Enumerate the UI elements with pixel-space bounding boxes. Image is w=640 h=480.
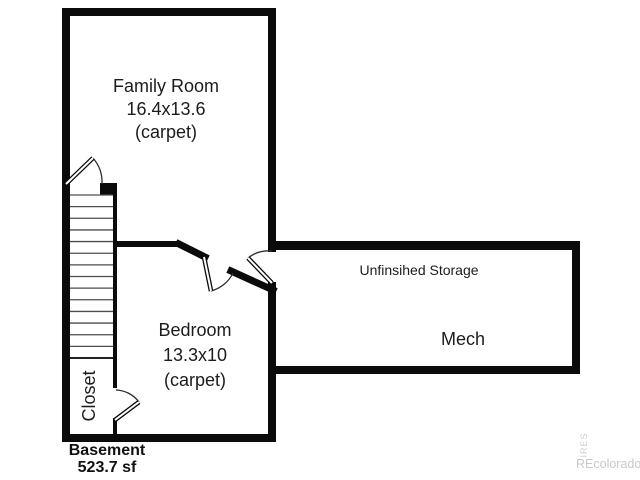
- wall-storage-right: [572, 241, 580, 374]
- room-label-closet: Closet: [79, 370, 99, 422]
- wall-bottom: [62, 434, 276, 442]
- wall-interior-hall: [113, 241, 181, 247]
- wall-stair-jamb: [100, 183, 116, 195]
- door-leaf-inner: [114, 401, 140, 421]
- plan-summary: Basement 523.7 sf: [63, 442, 151, 476]
- wall-storage-top: [272, 241, 580, 250]
- door-leaf-inner: [247, 257, 273, 284]
- door-swing-arc: [92, 157, 103, 185]
- door-closet: [113, 389, 141, 422]
- watermark-logo: IRES: [579, 432, 589, 458]
- door-swing-arc: [210, 272, 234, 292]
- door-stairs: [64, 156, 103, 186]
- doors: [64, 156, 274, 422]
- room-name: Bedroom: [158, 320, 232, 340]
- level-name: Basement: [68, 442, 146, 459]
- wall-top: [62, 8, 276, 16]
- room-dimensions: 13.3x10: [162, 345, 228, 365]
- room-label-family-room: Family Room 16.4x13.6 (carpet): [113, 75, 219, 144]
- door-swing-arc: [115, 389, 140, 403]
- room-name: Unfinsihed Storage: [359, 262, 479, 278]
- room-name: Family Room: [112, 76, 220, 96]
- wall-storage-bottom: [272, 366, 580, 374]
- wall-closet-jamb: [113, 418, 117, 434]
- door-leaf-inner: [203, 256, 212, 292]
- level-area: 523.7 sf: [77, 459, 137, 476]
- wall-angled-right: [226, 266, 278, 295]
- room-flooring: (carpet): [163, 370, 227, 390]
- room-label-storage: Unfinsihed Storage: [359, 262, 478, 278]
- wall-right-upper: [268, 8, 276, 252]
- door-leaf-inner: [65, 157, 94, 185]
- room-flooring: (carpet): [134, 122, 198, 142]
- staircase: [70, 194, 113, 359]
- door-bedroom: [201, 256, 234, 292]
- room-name: Closet: [79, 370, 99, 422]
- room-label-bedroom: Bedroom 13.3x10 (carpet): [158, 318, 231, 393]
- wall-right-lower: [268, 282, 276, 442]
- wall-left: [62, 8, 70, 442]
- room-dimensions: 16.4x13.6: [126, 99, 206, 119]
- room-name: Mech: [440, 329, 486, 349]
- wall-angled-left: [174, 239, 210, 262]
- room-label-mech: Mech: [441, 328, 485, 351]
- wall-stairs-right: [113, 183, 117, 388]
- watermark-brand: REcolorado: [576, 457, 640, 471]
- walls: [62, 8, 580, 442]
- door-storage: [246, 250, 274, 285]
